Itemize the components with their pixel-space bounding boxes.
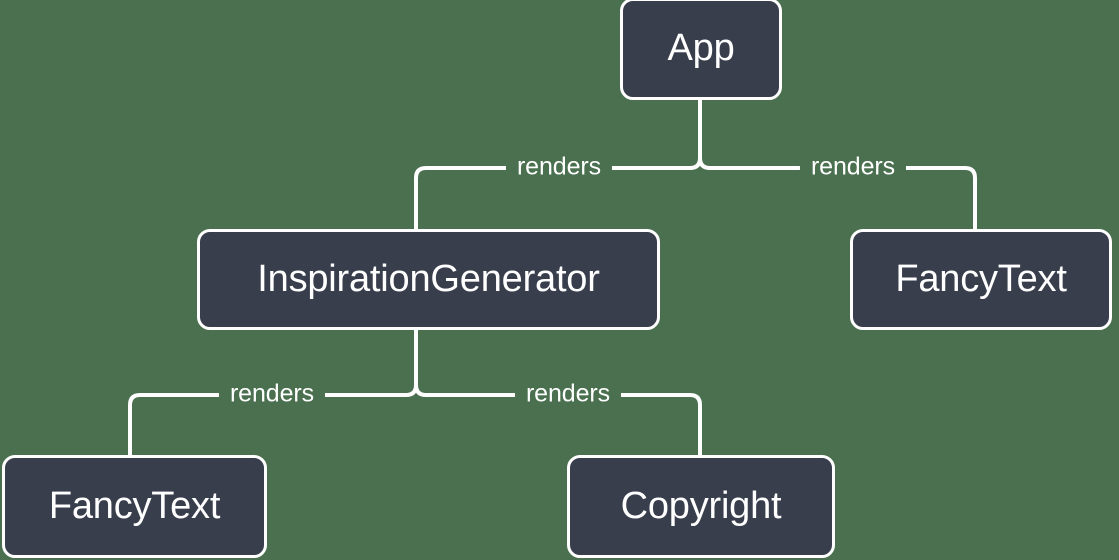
edge-app-to-inspirationgenerator — [414, 166, 690, 229]
node-fancytext-bottom-label: FancyText — [48, 484, 221, 527]
edge-app-stem-left — [689, 157, 702, 170]
node-app[interactable]: App — [620, 0, 782, 100]
edge-label-app-to-inspirationgenerator: renders — [505, 152, 613, 184]
node-app-label: App — [667, 27, 735, 69]
edge-app-to-fancytext — [710, 166, 977, 229]
node-copyright-label: Copyright — [620, 484, 782, 527]
node-fancytext-right-label: FancyText — [895, 257, 1067, 300]
edge-label-app-to-fancytext: renders — [799, 152, 907, 184]
node-inspirationgenerator[interactable]: InspirationGenerator — [197, 229, 660, 330]
edge-label-ig-to-fancytext: renders — [218, 379, 326, 411]
node-fancytext-bottom[interactable]: FancyText — [2, 455, 267, 558]
node-inspirationgenerator-label: InspirationGenerator — [257, 257, 600, 300]
edge-ig-to-copyright — [426, 393, 702, 455]
edge-label-ig-to-copyright: renders — [514, 379, 622, 411]
edge-ig-to-fancytext — [128, 393, 406, 455]
edge-ig-stem-left — [405, 384, 418, 397]
node-fancytext-right[interactable]: FancyText — [850, 229, 1112, 330]
edge-app-stem — [698, 100, 711, 170]
node-copyright[interactable]: Copyright — [567, 455, 835, 558]
